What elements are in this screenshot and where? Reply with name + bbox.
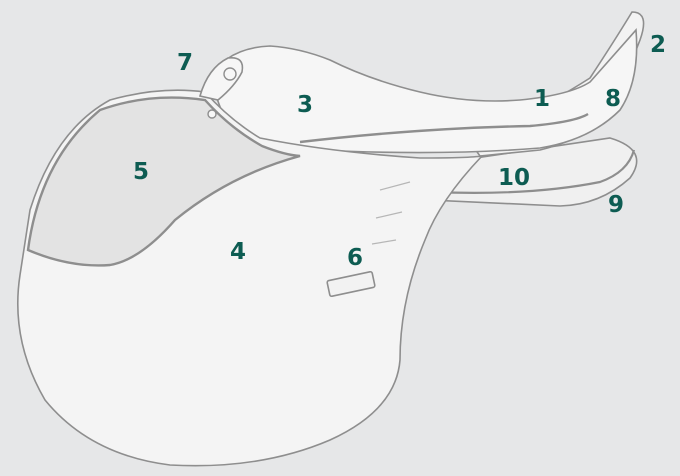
callout-10: 10: [498, 167, 530, 190]
callout-5: 5: [133, 161, 149, 184]
callout-3: 3: [297, 94, 313, 117]
callout-4: 4: [230, 241, 246, 264]
callout-2: 2: [650, 34, 666, 57]
callout-7: 7: [177, 52, 193, 75]
dee-ring: [208, 110, 216, 118]
callout-9: 9: [608, 194, 624, 217]
callout-6: 6: [347, 247, 363, 270]
callout-1: 1: [534, 88, 550, 111]
seat: [210, 30, 637, 153]
pommel-nail: [224, 68, 236, 80]
callout-8: 8: [605, 88, 621, 111]
